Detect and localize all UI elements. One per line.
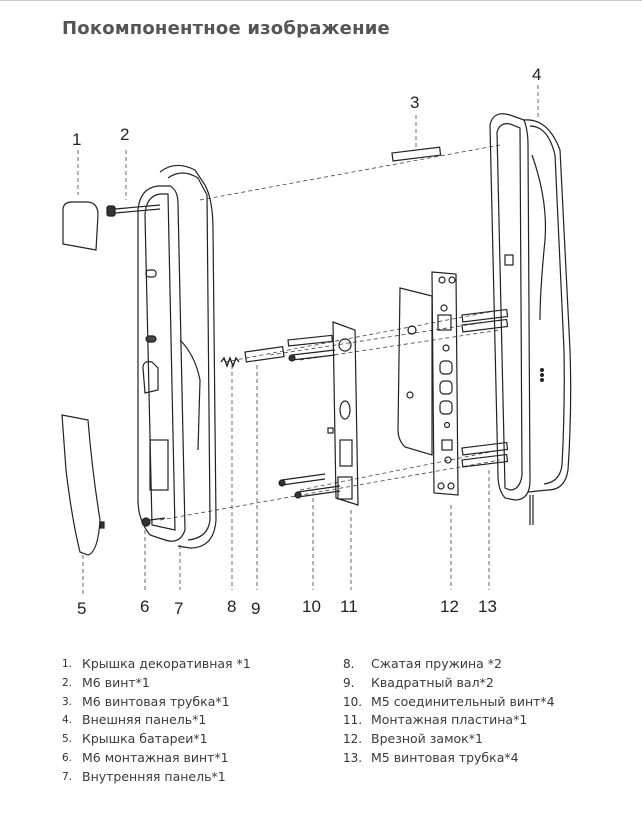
- legend-item: 3.M6 винтовая трубка*1: [62, 693, 230, 709]
- mounting-plate: [327, 321, 359, 506]
- callout-2: 2: [120, 125, 129, 144]
- callout-5: 5: [77, 599, 86, 618]
- legend-item: 5.Крышка батареи*1: [62, 731, 208, 747]
- page-title: Покомпонентное изображение: [62, 18, 390, 39]
- legend-item: 8.Сжатая пружина *2: [343, 656, 502, 671]
- legend-item: 6.M6 монтажная винт*1: [62, 749, 229, 765]
- callout-13: 13: [478, 597, 497, 616]
- assembly-lines: [77, 85, 539, 595]
- m6-screw: [106, 204, 161, 217]
- callout-12: 12: [440, 597, 459, 616]
- callout-9: 9: [251, 599, 260, 618]
- m5-connecting-screws: [278, 349, 341, 499]
- callout-4: 4: [532, 65, 541, 84]
- legend-item: 2.M6 винт*1: [62, 674, 150, 690]
- callout-1: 1: [72, 130, 81, 149]
- outer-panel: [489, 113, 572, 525]
- parts-legend-left: 1.Крышка декоративная *1 2.M6 винт*1 3.M…: [62, 655, 251, 787]
- legend-item: 9.Квадратный вал*2: [343, 674, 494, 690]
- callout-11: 11: [340, 597, 358, 616]
- m6-screw-tube: [391, 146, 442, 162]
- parts-legend-right: 8.Сжатая пружина *2 9.Квадратный вал*2 1…: [343, 655, 555, 768]
- decorative-cover: [62, 201, 99, 251]
- square-shaft: [244, 334, 334, 363]
- legend-item: 12.Врезной замок*1: [343, 731, 483, 747]
- legend-item: 1.Крышка декоративная *1: [62, 656, 251, 671]
- callout-10: 10: [302, 597, 321, 616]
- callout-7: 7: [174, 599, 183, 618]
- legend-item: 4.Внешняя панель*1: [62, 712, 207, 728]
- compression-spring: [220, 356, 240, 368]
- battery-cover: [61, 414, 101, 556]
- callout-8: 8: [227, 597, 236, 616]
- callout-6: 6: [140, 597, 149, 616]
- top-divider: [0, 0, 642, 1]
- legend-item: 10.M5 соединительный винт*4: [343, 693, 555, 709]
- legend-item: 7.Внутренняя панель*1: [62, 768, 226, 784]
- legend-item: 13.M5 винтовая трубка*4: [343, 749, 519, 765]
- m5-screw-tubes: [461, 308, 509, 468]
- m6-mounting-screw: [141, 517, 166, 527]
- inner-panel: [137, 164, 217, 549]
- callout-3: 3: [410, 93, 419, 112]
- mortise-lock: [397, 271, 459, 496]
- legend-item: 11.Монтажная пластина*1: [343, 712, 528, 728]
- exploded-view-diagram: 1 2 3 4 5 6 7 8 9 10 11 12 13: [61, 65, 572, 618]
